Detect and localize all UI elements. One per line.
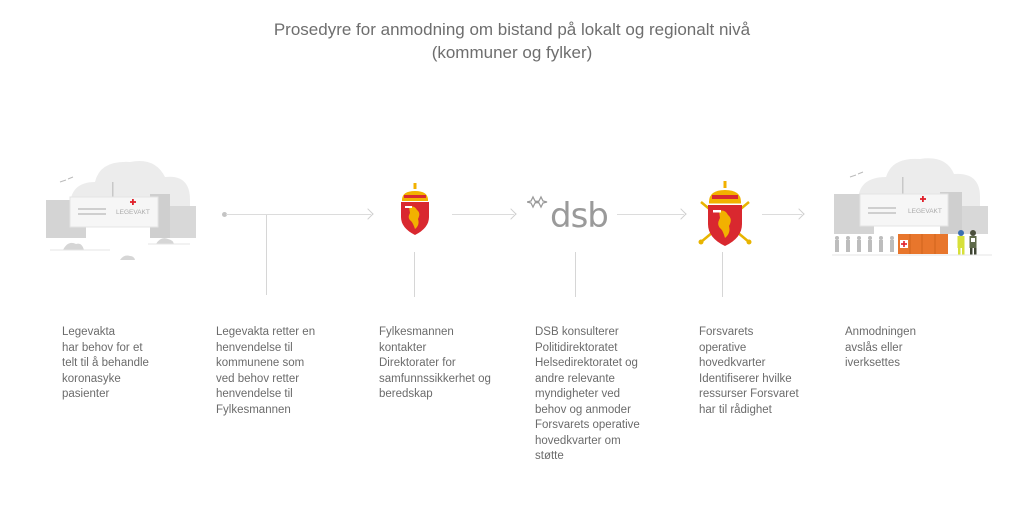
- title-line-1: Prosedyre for anmodning om bistand på lo…: [273, 20, 751, 39]
- step-2-text: Legevakta retter en henvendelse til komm…: [216, 326, 316, 416]
- step-5-text: Forsvarets operative hovedkvarter Identi…: [699, 326, 799, 416]
- arrow-to-dsb-icon: [505, 208, 517, 220]
- dsb-logo: dsb: [527, 193, 609, 236]
- step-1-text: Legevakta har behov for et telt til å be…: [62, 326, 149, 400]
- step-5-stem: [722, 252, 723, 297]
- legevakt-sign: LEGEVAKT: [116, 209, 150, 216]
- arrow-to-result-icon: [793, 208, 805, 220]
- diagram-title: Prosedyre for anmodning om bistand på lo…: [0, 18, 1024, 64]
- flow-line-3: [617, 214, 684, 215]
- norwegian-coat-of-arms-icon: [401, 183, 429, 235]
- step-4-stem: [575, 252, 576, 297]
- step-6-text: Anmodningen avslås eller iverksettes: [845, 326, 916, 369]
- arrow-to-fylkesmannen-icon: [362, 208, 374, 220]
- step-3-stem: [414, 252, 415, 297]
- title-line-2: (kommuner og fylker): [431, 43, 593, 62]
- flow-start-dot: [222, 212, 227, 217]
- arrow-to-forsvaret-icon: [675, 208, 687, 220]
- hazmat-worker-icon: [957, 230, 965, 255]
- legevakt-sign-right: LEGEVAKT: [908, 208, 942, 215]
- step-2-stem: [266, 215, 267, 295]
- step-4-text: DSB konsulterer Politidirektoratet Helse…: [535, 326, 640, 462]
- legevakt-building-illustration: LEGEVAKT: [46, 161, 196, 260]
- dsb-star-icon: [527, 195, 548, 209]
- legevakt-tent-illustration: LEGEVAKT: [832, 158, 992, 256]
- flow-line-2: [452, 214, 514, 215]
- armed-forces-coat-of-arms-icon: [698, 181, 752, 246]
- soldier-medic-icon: [969, 230, 977, 255]
- dsb-wordmark: dsb: [550, 196, 609, 236]
- flow-line-1: [226, 214, 371, 215]
- flow-line-4: [762, 214, 802, 215]
- step-3-text: Fylkesmannen kontakter Direktorater for …: [379, 326, 491, 400]
- queue-people-icon: [835, 236, 894, 252]
